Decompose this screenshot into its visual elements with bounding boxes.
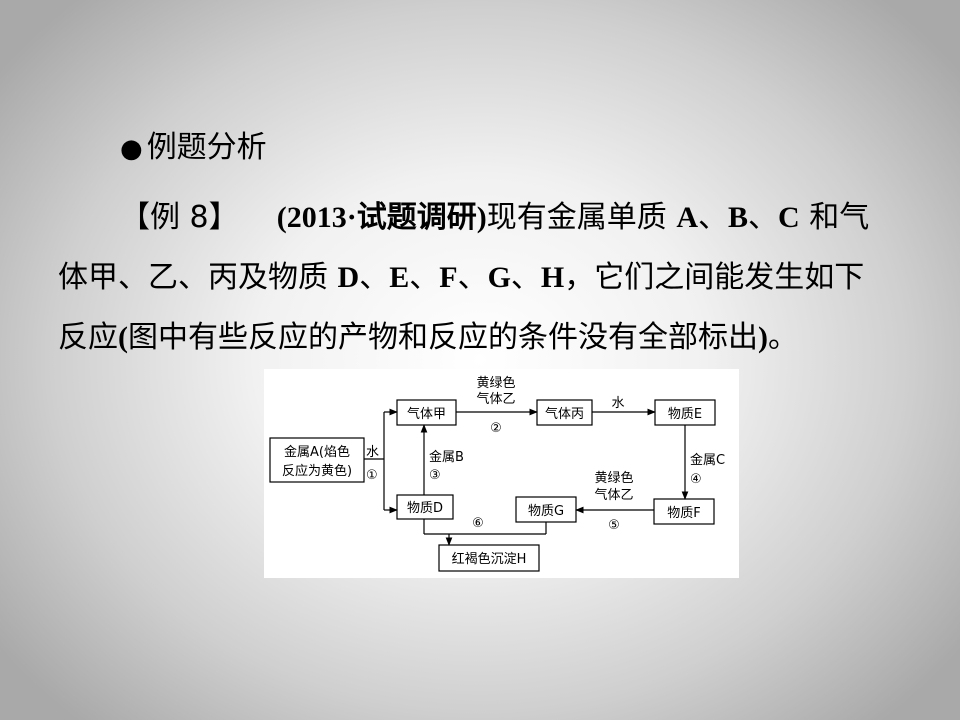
gas-jia-label: 气体甲 [407,406,446,422]
separator: 、 [698,200,728,235]
letter-g: G [487,261,511,294]
problem-text-segment: 体甲、乙、丙及物质 [58,260,338,295]
separator: 、 [457,260,488,295]
letter-a: A [676,201,698,234]
problem-text: 【例 8】 (2013·试题调研)现有金属单质 A、B、C 和气 体甲、乙、丙及… [58,188,898,368]
label-yellow-green-5: 黄绿色 [594,470,633,486]
problem-text-segment: 现有金属单质 [486,200,677,235]
letter-h: H [540,261,565,294]
reaction-diagram-svg: 金属A(焰色 反应为黄色) 气体甲 气体丙 物质E 物质D 物质G 物质F 红褐… [269,375,725,572]
letter-d: D [337,261,360,294]
box-substance-f [653,498,715,525]
box-metal-a [269,437,365,483]
problem-line-2: 体甲、乙、丙及物质 D、E、F、G、H，它们之间能发生如下 [58,248,898,308]
letter-b: B [728,201,749,234]
metal-a-label-1: 金属A(焰色 [284,444,350,460]
reaction-diagram: 金属A(焰色 反应为黄色) 气体甲 气体丙 物质E 物质D 物质G 物质F 红褐… [264,369,739,578]
substance-d-label: 物质D [407,501,443,516]
label-yellow-green-2: 黄绿色 [476,375,515,391]
label-circle-4: ④ [690,472,702,487]
box-substance-e [654,399,716,426]
problem-source: (2013·试题调研) [276,201,487,234]
problem-line-1: 【例 8】 (2013·试题调研)现有金属单质 A、B、C 和气 [58,188,898,248]
gas-bing-label: 气体丙 [545,406,584,422]
label-circle-3: ③ [429,468,441,483]
bullet-icon: ● [120,134,143,164]
label-water-1: 水 [366,445,379,460]
paren-open: ( [118,321,128,354]
problem-text-segment: 图中有些反应的产物和反应的条件没有全部标出 [128,320,758,355]
section-title: ●例题分析 [120,128,267,169]
separator: 、 [359,260,390,295]
substance-f-label: 物质F [667,506,700,521]
substance-g-label: 物质G [528,504,564,519]
label-gas-yi-5: 气体乙 [594,487,633,503]
label-gas-yi-2: 气体乙 [476,391,515,407]
label-circle-2: ② [490,421,502,436]
section-title-text: 例题分析 [146,130,267,165]
paren-close: ) [758,321,768,354]
problem-text-segment: ，它们之间能发生如下 [564,260,865,295]
metal-a-label-2: 反应为黄色) [282,463,352,479]
label-circle-5: ⑤ [608,518,620,533]
label-circle-6: ⑥ [472,516,484,531]
problem-text-segment: 。 [768,320,798,355]
letter-c: C [778,201,800,234]
label-metal-c: 金属C [690,452,725,468]
problem-text-segment: 和气 [799,200,870,235]
substance-e-label: 物质E [668,407,702,422]
separator: 、 [748,200,779,235]
problem-text-segment: 反应 [58,320,118,355]
problem-line-3: 反应(图中有些反应的产物和反应的条件没有全部标出)。 [58,308,898,368]
letter-e: E [389,261,410,294]
box-substance-g [515,496,577,523]
label-metal-b: 金属B [429,449,464,465]
example-tag: 【例 8】 [120,200,239,235]
separator: 、 [409,260,440,295]
label-water-top: 水 [611,396,624,411]
box-gas-bing [536,399,593,426]
label-circle-1: ① [366,468,378,483]
separator: 、 [510,260,541,295]
letter-f: F [439,261,458,294]
box-substance-d [396,494,454,520]
box-precipitate-h [438,544,540,572]
precipitate-h-label: 红褐色沉淀H [452,551,527,567]
